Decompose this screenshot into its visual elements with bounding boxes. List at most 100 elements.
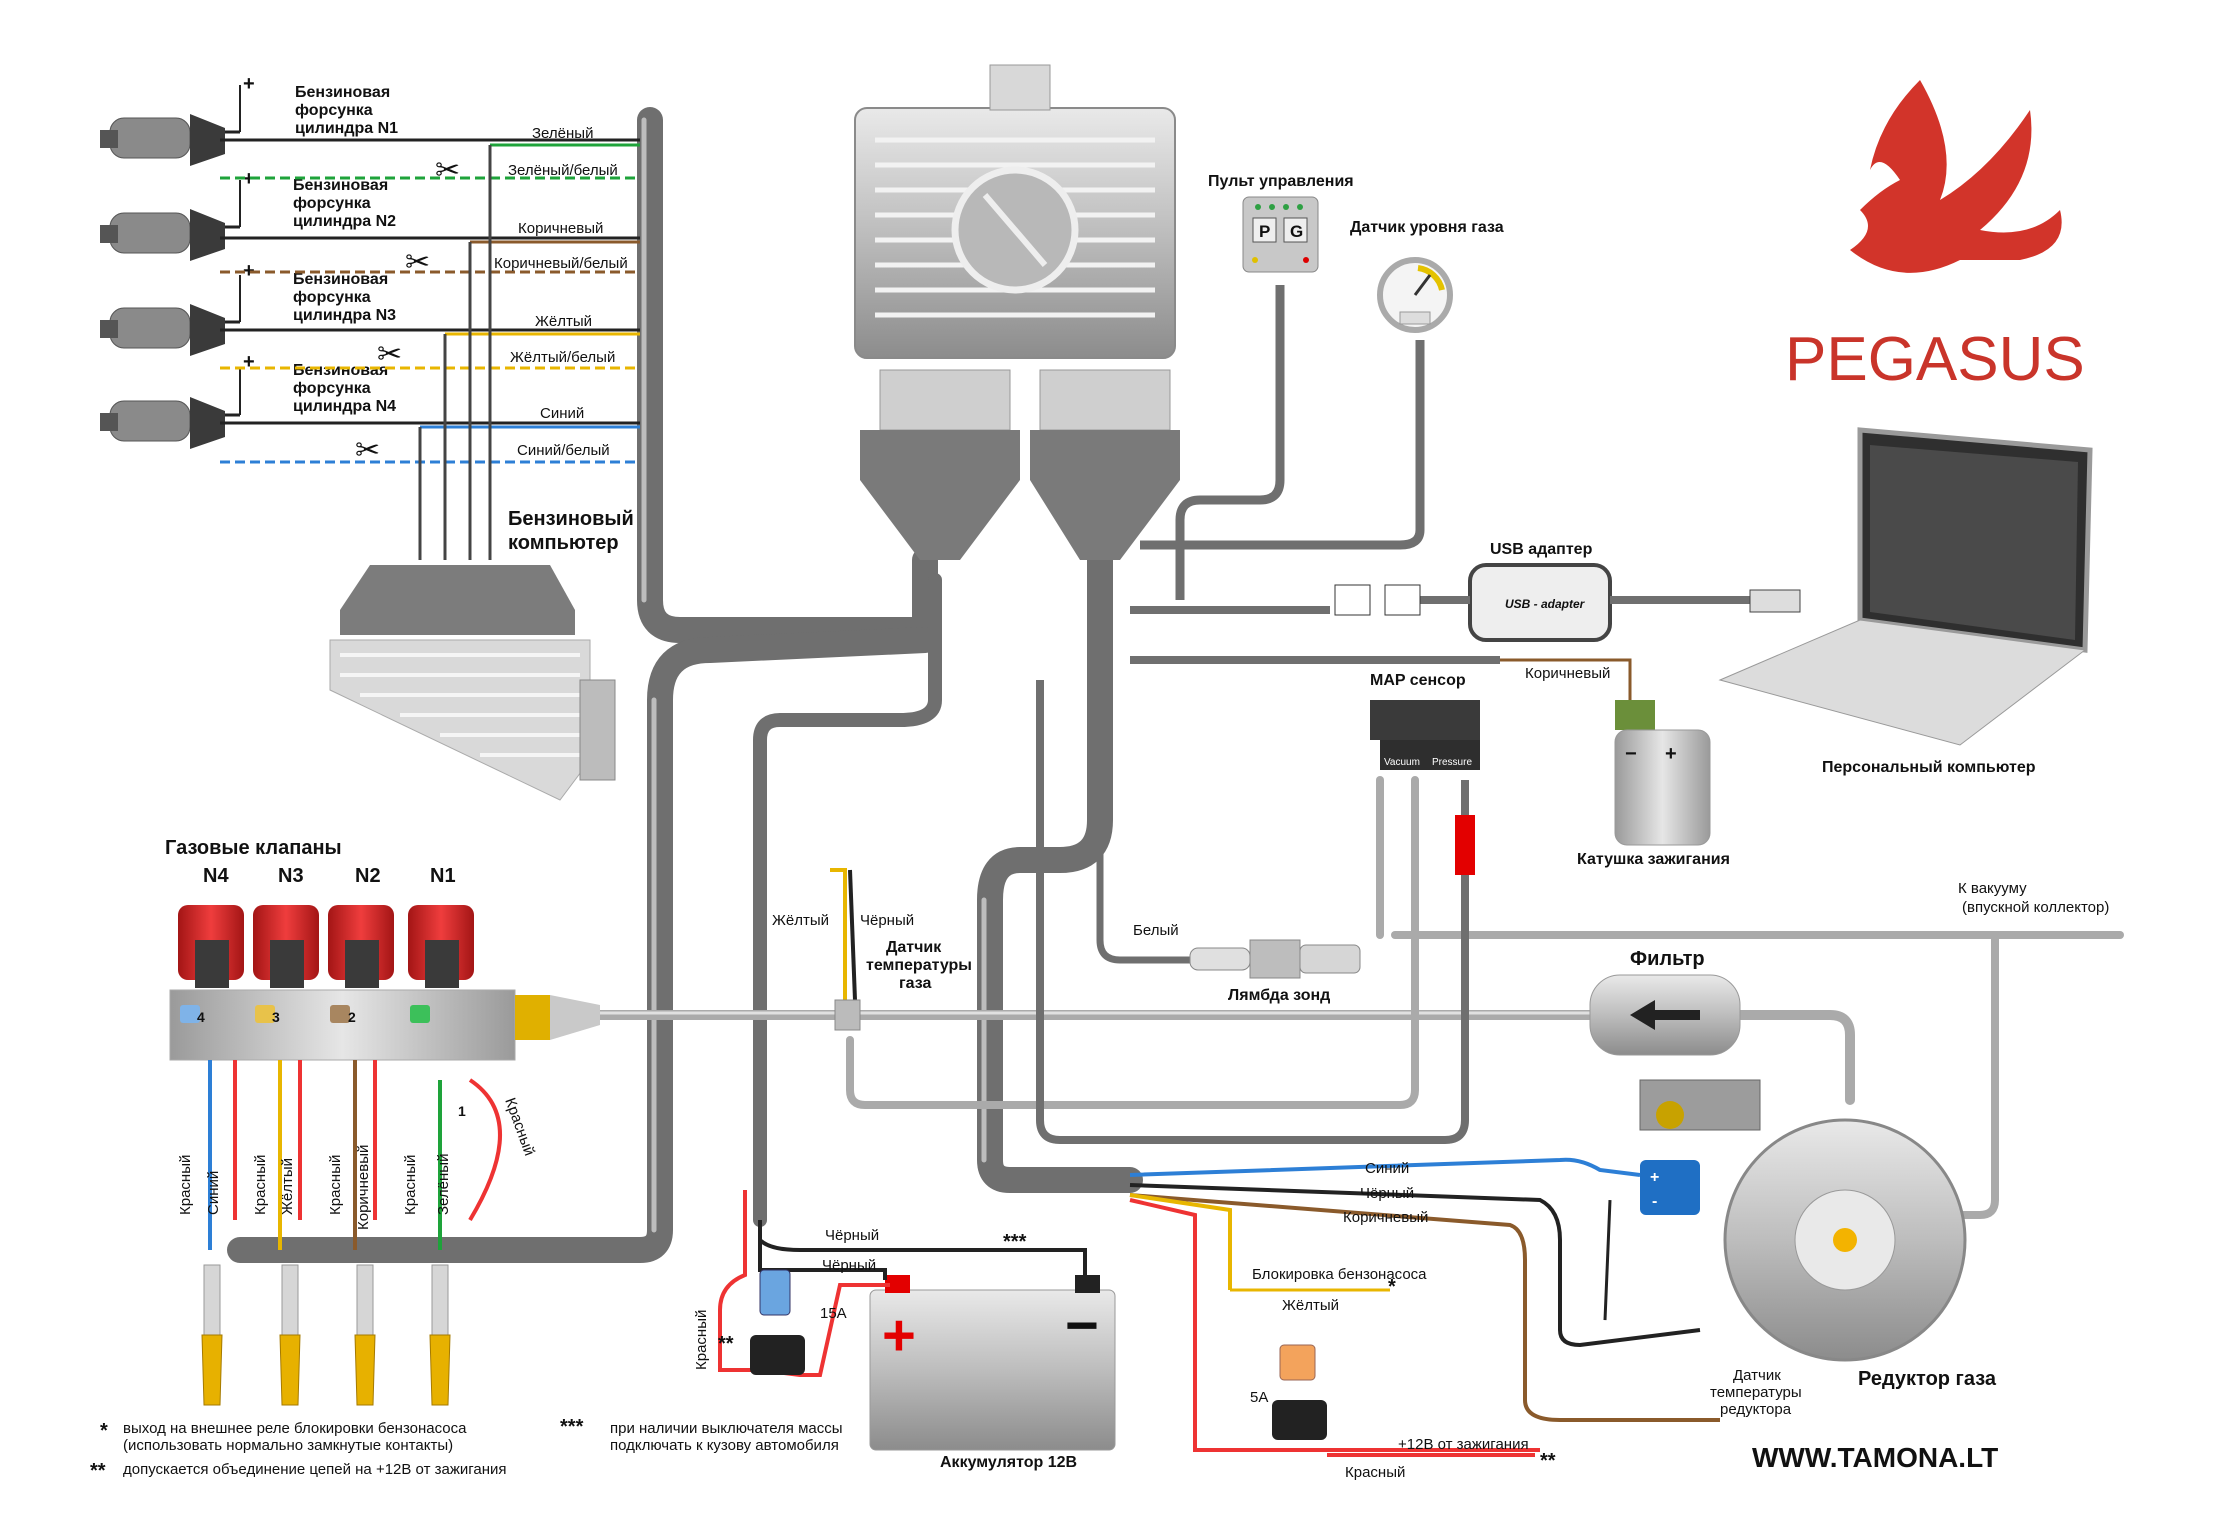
injector-label: Бензиновая <box>293 177 388 194</box>
valve-wire-labels: Красный Синий Красный Жёлтый Красный Кор… <box>177 1096 538 1230</box>
gas-nozzle-icon <box>354 1264 376 1406</box>
battery: + − Аккумулятор 12В <box>869 1275 1116 1471</box>
pump-label: Блокировка бензонасоса <box>1252 1266 1427 1283</box>
scissors-icon: ✂ <box>435 154 460 187</box>
pump-block: Блокировка бензонасоса * Жёлтый <box>1230 1266 1427 1314</box>
lambda-wire: Белый <box>1133 922 1179 939</box>
lambda-label: Лямбда зонд <box>1228 987 1330 1004</box>
wire-label: Красный <box>501 1096 538 1159</box>
footnotes: * выход на внешнее реле блокировки бензо… <box>90 1416 843 1482</box>
wire-label: Жёлтый/белый <box>510 349 615 366</box>
fuse-label: 15A <box>820 1305 847 1322</box>
control-panel-title: Пульт управления <box>1208 173 1354 190</box>
gas-level-title: Датчик уровня газа <box>1350 219 1504 236</box>
usb-adapter: USB адаптер USB - adapter <box>1130 541 1801 642</box>
reducer-label: Редуктор газа <box>1858 1368 1997 1390</box>
valve-wires <box>208 1060 502 1250</box>
reducer-temp: редуктора <box>1720 1401 1792 1418</box>
map-sensor: MAP сенсор Vacuum Pressure Коричневый <box>1036 656 1632 1144</box>
valve-num: 2 <box>348 1009 356 1025</box>
valve-id: N4 <box>203 865 229 887</box>
valves-title: Газовые клапаны <box>165 837 342 859</box>
brand-name: PEGASUS <box>1785 325 2085 394</box>
battery-stars: *** <box>1003 1231 1027 1253</box>
injector-icon <box>100 368 241 449</box>
temp-title: Датчик <box>886 939 942 956</box>
button-p: P <box>1259 222 1270 241</box>
note-text: (использовать нормально замкнутые контак… <box>123 1437 453 1454</box>
fuse5-stars: ** <box>1540 1450 1556 1472</box>
petrol-ecu: Бензиновый компьютер <box>329 508 634 801</box>
laptop-label: Персональный компьютер <box>1822 759 2036 776</box>
wire-label: Красный <box>327 1155 344 1215</box>
injector-polarity: + <box>243 73 255 95</box>
gas-pipe <box>575 776 2124 1219</box>
battery-wire: Чёрный <box>825 1227 879 1244</box>
lambda-probe: Белый Лямбда зонд <box>1096 560 1361 1004</box>
wire-label: Синий/белый <box>517 442 610 459</box>
injector-polarity: + <box>243 168 255 190</box>
harness-highlights <box>641 117 987 1233</box>
valve-num: 1 <box>458 1103 466 1119</box>
reducer-minus: - <box>1652 1193 1657 1210</box>
wire-label: Синий <box>205 1171 222 1215</box>
map-wire-label: Коричневый <box>1525 665 1610 682</box>
battery-wire: Красный <box>693 1310 710 1370</box>
wire-label: Зелёный <box>532 125 593 142</box>
gas-nozzle-icon <box>429 1264 451 1406</box>
battery-dstar: ** <box>718 1333 734 1355</box>
valve-id: N2 <box>355 865 381 887</box>
note-text: при наличии выключателя массы <box>610 1420 843 1437</box>
gas-ecu <box>854 64 1180 560</box>
reducer-wire: Чёрный <box>1360 1185 1414 1202</box>
battery-plus: + <box>882 1303 916 1368</box>
battery-minus: − <box>1065 1293 1099 1358</box>
vacuum-connection: К вакууму (впускной коллектор) <box>1958 880 2109 916</box>
petrol-ecu-label: компьютер <box>508 532 619 554</box>
note-mark: ** <box>90 1460 106 1482</box>
usb-title: USB адаптер <box>1490 541 1593 558</box>
gas-nozzle-icon <box>279 1264 301 1406</box>
reducer-wires <box>1129 1157 1720 1452</box>
gas-temp-sensor: Жёлтый Чёрный Датчик температуры газа <box>772 868 972 1031</box>
injector-label: форсунка <box>293 289 371 306</box>
harness-pipes <box>227 107 1143 1263</box>
injector-icon <box>100 180 241 261</box>
coil-plus: + <box>1665 743 1677 765</box>
wire-label: Коричневый <box>518 220 603 237</box>
note-text: подключать к кузову автомобиля <box>610 1437 839 1454</box>
note-mark: *** <box>560 1416 584 1438</box>
wire-label: Красный <box>252 1155 269 1215</box>
gas-valves: Газовые клапаны N4 N3 N2 N1 4 3 2 1 <box>165 837 600 1119</box>
wire-label: Коричневый <box>355 1145 372 1230</box>
reducer-wire: Коричневый <box>1343 1209 1428 1226</box>
valve-num: 4 <box>197 1009 205 1025</box>
gas-filter: Фильтр <box>1589 948 1741 1056</box>
petrol-injectors: Бензиновая форсунка цилиндра N1 Бензинов… <box>100 73 398 449</box>
injector-label: Бензиновая <box>293 362 388 379</box>
gas-valve-icon <box>328 905 394 1023</box>
injector-label: цилиндра N4 <box>293 398 396 415</box>
pump-star: * <box>1388 1276 1396 1298</box>
map-vacuum: Vacuum <box>1384 757 1420 768</box>
battery-wire: Чёрный <box>822 1257 876 1274</box>
injector-label: форсунка <box>293 380 371 397</box>
coil-label: Катушка зажигания <box>1577 851 1730 868</box>
injector-label: форсунка <box>295 102 373 119</box>
valve-id: N3 <box>278 865 304 887</box>
wire-label: Коричневый/белый <box>494 255 628 272</box>
temp-wire-label: Жёлтый <box>772 912 829 929</box>
wire-label: Жёлтый <box>279 1158 296 1215</box>
pegasus-logo: PEGASUS <box>1785 80 2085 394</box>
control-panel: Пульт управления P G <box>1175 173 1354 600</box>
temp-wire-label: Чёрный <box>860 912 914 929</box>
wire-label: Зелёный <box>435 1154 452 1215</box>
gas-valve-icon <box>178 905 244 1023</box>
note-text: выход на внешнее реле блокировки бензона… <box>123 1420 467 1437</box>
wire-label: Синий <box>540 405 584 422</box>
gas-reducer: + - Редуктор газа Датчик температуры ред… <box>1603 1079 1997 1418</box>
coil-minus: − <box>1625 743 1637 765</box>
reducer-wire: Синий <box>1365 1160 1409 1177</box>
button-g: G <box>1290 222 1303 241</box>
